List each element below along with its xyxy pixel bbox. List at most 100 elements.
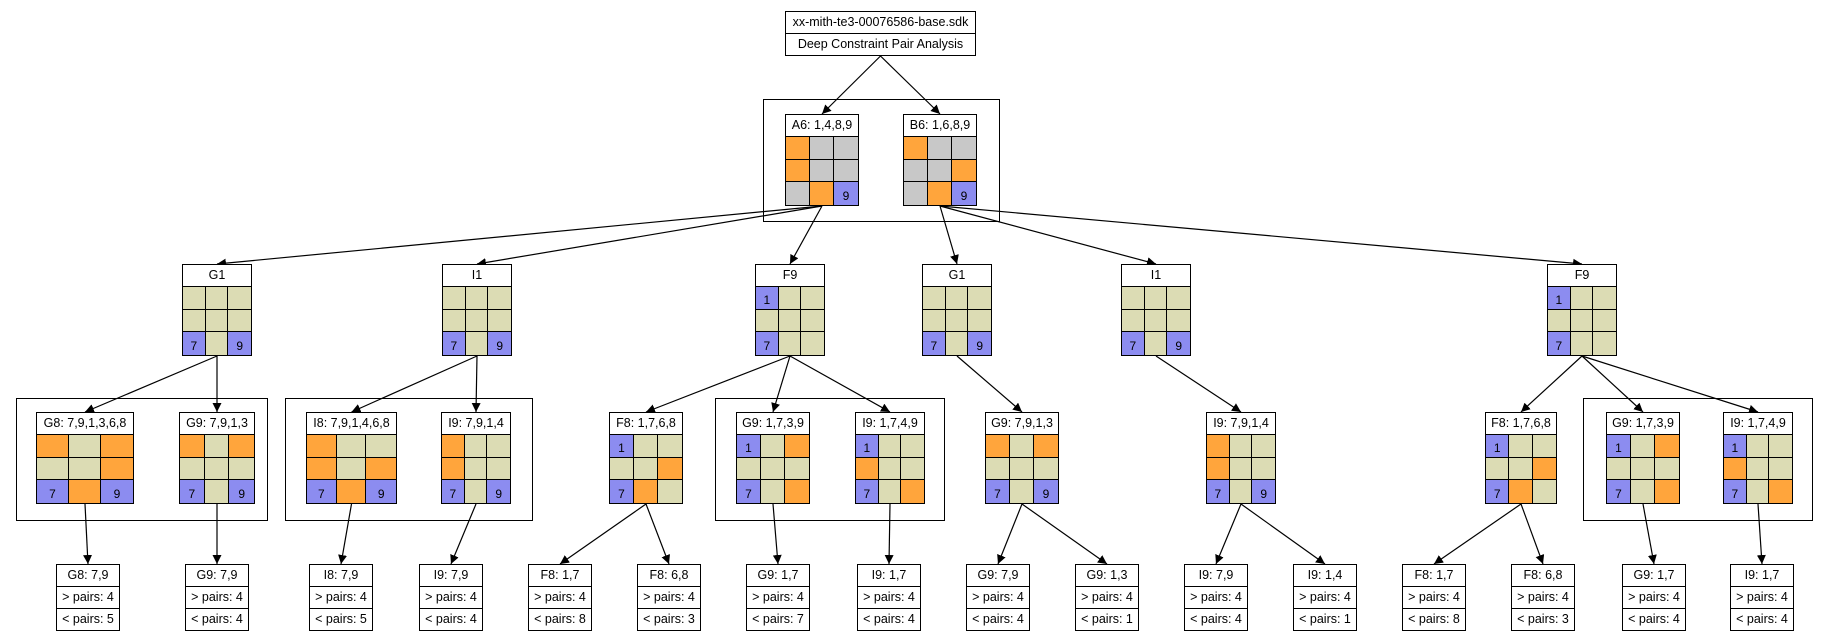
file-name: xx-mith-te3-00076586-base.sdk [792,15,969,29]
grid-cell [945,332,969,355]
grid-cell [658,480,682,503]
edge-i9c-lf12 [1240,503,1326,565]
grid-cell [37,457,69,481]
grid-cell: 7 [1122,332,1145,355]
grid-cell [1167,287,1190,310]
leaf-f8-17-b: F8: 1,7> pairs: 4< pairs: 8 [1402,564,1466,631]
node-label: F9 [1574,268,1590,282]
grid-cell [928,159,952,183]
grid-cell [442,435,465,458]
grid-cell: 1 [1548,287,1571,310]
cluster-root-pair [763,99,1000,222]
grid-cell [968,309,991,333]
leaf-i9-17-b: I9: 1,7> pairs: 4< pairs: 4 [1730,564,1794,631]
grid-cell [801,309,824,333]
grid-cell [1655,457,1679,481]
cell-digit: 9 [1175,338,1182,353]
grid-cell [1144,309,1168,333]
grid-cell: 7 [1207,480,1230,503]
leaf-title: G9: 7,9 [977,568,1019,582]
grid-cell [1655,480,1679,503]
edge-i9d-lf16 [1756,503,1766,565]
grid-cell [856,457,879,481]
grid-cell [786,159,810,183]
node-label: I9: 7,9,1,4 [448,416,504,430]
cell-digit: 1 [863,440,871,455]
cell-digit: 1 [618,440,625,455]
node-label: I9: 1,7,4,9 [1730,416,1786,430]
cell-digit: 1 [1555,292,1563,307]
leaf-title: I9: 1,4 [1307,568,1343,582]
leaf-g8-79: G8: 7,9> pairs: 4< pairs: 5 [56,564,120,631]
node-label: G9: 7,9,1,3 [186,416,248,430]
cell-digit: 7 [449,486,457,501]
grid-cell [785,457,809,481]
grid-cell [778,287,802,310]
grid-cell [366,435,396,458]
grid-cell: 9 [952,182,976,205]
grid-cell [442,457,465,481]
grid-cell [228,309,251,333]
greater-pairs: > pairs: 4 [1403,586,1465,608]
cell-digit: 7 [1555,338,1563,353]
cell-digit: 9 [236,338,243,353]
lesser-pairs: < pairs: 4 [420,608,482,630]
grid-cell [1207,457,1230,481]
grid-cell [737,457,761,481]
cell-digit: 1 [1615,440,1622,455]
node-label: I9: 1,7,4,9 [862,416,918,430]
greater-pairs: > pairs: 4 [1185,586,1247,608]
grid-cell [1655,435,1679,458]
grid-cell [878,480,902,503]
grid-cell [443,309,466,333]
grid-cell [923,309,946,333]
edge-g9c-lf10 [1021,503,1108,565]
greater-pairs: > pairs: 4 [1076,586,1138,608]
leaf-i9-14: I9: 1,4> pairs: 4< pairs: 1 [1293,564,1357,631]
cell-digit: 7 [1731,486,1739,501]
leaf-title: G8: 7,9 [67,568,109,582]
cluster-f9-right [1583,398,1813,521]
grid-cell: 1 [1486,435,1510,458]
grid-cell [1548,309,1571,333]
cell-grid: 9 [904,136,976,205]
grid-cell [1122,287,1145,310]
cell-digit: 1 [763,292,771,307]
grid-cell [336,480,367,503]
cell-digit: 7 [49,486,56,501]
grid-cell [366,457,396,481]
grid-cell [1746,435,1770,458]
grid-cell [101,435,133,458]
cell-digit: 7 [745,486,752,501]
grid-cell [1010,435,1034,458]
grid-cell [1631,457,1655,481]
lesser-pairs: < pairs: 5 [57,608,119,630]
leaf-title: G9: 1,3 [1086,568,1128,582]
lesser-pairs: < pairs: 8 [1403,608,1465,630]
grid-cell [228,287,251,310]
edge-l_f9-i9b [789,355,891,413]
edge-f8d-lf14 [1520,503,1545,565]
lesser-pairs: < pairs: 1 [1294,608,1356,630]
grid-cell [69,435,101,458]
edge-r_f9-i9d [1581,355,1759,414]
grid-cell: 1 [737,435,761,458]
greater-pairs: > pairs: 4 [967,586,1029,608]
grid-cell: 1 [856,435,879,458]
cell-digit: 7 [618,486,625,501]
grid-cell [786,137,810,160]
node-label: F8: 1,7,6,8 [616,416,676,430]
node-label: G1 [948,268,966,282]
